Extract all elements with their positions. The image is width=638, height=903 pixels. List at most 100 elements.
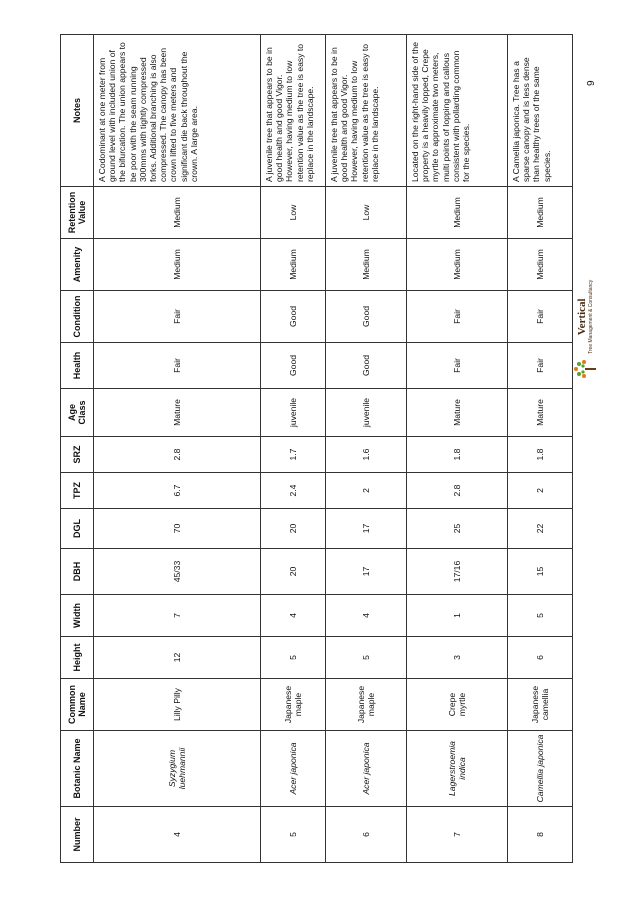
cell-tpz: 2.4 <box>260 472 326 509</box>
cell-botanic-name: Acer japonica <box>260 730 326 807</box>
cell-health: Fair <box>507 342 573 389</box>
cell-notes: A Camellia japonica. Tree has a sparse c… <box>507 34 573 187</box>
cell-height: 3 <box>406 636 508 679</box>
cell-width: 1 <box>406 594 508 637</box>
cell-retention-value: Medium <box>507 186 573 239</box>
cell-srz: 2.8 <box>93 436 261 473</box>
cell-notes: A Codominant at one meter from ground le… <box>93 34 261 187</box>
cell-condition: Fair <box>507 290 573 343</box>
cell-height: 5 <box>325 636 407 679</box>
company-logo: Vertical Tree Management & Consultancy <box>566 270 604 380</box>
cell-retention-value: Low <box>325 186 407 239</box>
header-dgl: DGL <box>60 508 94 549</box>
cell-width: 7 <box>93 594 261 637</box>
cell-retention-value: Medium <box>93 186 261 239</box>
cell-age-class: juvenile <box>260 388 326 437</box>
cell-common-name: Japanese maple <box>260 678 326 731</box>
cell-dgl: 70 <box>93 508 261 549</box>
cell-condition: Good <box>260 290 326 343</box>
cell-number: 4 <box>93 806 261 863</box>
cell-dbh: 20 <box>260 548 326 595</box>
cell-srz: 1.6 <box>325 436 407 473</box>
cell-tpz: 2.8 <box>406 472 508 509</box>
header-dbh: DBH <box>60 548 94 595</box>
cell-notes: Located on the right-hand side of the pr… <box>406 34 508 187</box>
cell-dbh: 17/16 <box>406 548 508 595</box>
table-row: 6 Acer japonica Japanese maple 5 4 17 17… <box>325 34 407 863</box>
cell-dbh: 15 <box>507 548 573 595</box>
cell-number: 6 <box>325 806 407 863</box>
cell-height: 12 <box>93 636 261 679</box>
cell-health: Good <box>260 342 326 389</box>
header-condition: Condition <box>60 290 94 343</box>
table-row: 5 Acer japonica Japanese maple 5 4 20 20… <box>260 34 326 863</box>
header-health: Health <box>60 342 94 389</box>
cell-dgl: 17 <box>325 508 407 549</box>
cell-height: 5 <box>260 636 326 679</box>
cell-age-class: Mature <box>93 388 261 437</box>
cell-notes: A juvenile tree that appears to be in go… <box>260 34 326 187</box>
table-row: 8 Camellia japonica Japanese camellia 6 … <box>507 34 573 863</box>
cell-common-name: Crepe myrtle <box>406 678 508 731</box>
tree-assessment-table-rotated: Number Botanic Name Common Name Height W… <box>60 34 573 863</box>
cell-width: 4 <box>325 594 407 637</box>
cell-condition: Good <box>325 290 407 343</box>
cell-width: 4 <box>260 594 326 637</box>
cell-health: Fair <box>406 342 508 389</box>
cell-common-name: Lilly Pilly <box>93 678 261 731</box>
cell-common-name: Japanese maple <box>325 678 407 731</box>
header-retention-value: Retention Value <box>60 186 94 239</box>
cell-age-class: juvenile <box>325 388 407 437</box>
cell-amenity: Medium <box>507 238 573 291</box>
cell-dgl: 25 <box>406 508 508 549</box>
cell-srz: 1.8 <box>406 436 508 473</box>
cell-age-class: Mature <box>507 388 573 437</box>
cell-botanic-name: Acer japonica <box>325 730 407 807</box>
cell-srz: 1.7 <box>260 436 326 473</box>
table-row: 4 Syzygium luehmannii Lilly Pilly 12 7 4… <box>93 34 261 863</box>
header-amenity: Amenity <box>60 238 94 291</box>
header-height: Height <box>60 636 94 679</box>
cell-amenity: Medium <box>260 238 326 291</box>
cell-common-name: Japanese camellia <box>507 678 573 731</box>
cell-botanic-name: Syzygium luehmannii <box>93 730 261 807</box>
header-number: Number <box>60 806 94 863</box>
header-row: Number Botanic Name Common Name Height W… <box>60 34 94 863</box>
cell-height: 6 <box>507 636 573 679</box>
cell-amenity: Medium <box>93 238 261 291</box>
cell-number: 5 <box>260 806 326 863</box>
cell-dbh: 17 <box>325 548 407 595</box>
cell-tpz: 2 <box>325 472 407 509</box>
header-notes: Notes <box>60 34 94 187</box>
tree-assessment-table: Number Botanic Name Common Name Height W… <box>60 34 573 863</box>
cell-number: 7 <box>406 806 508 863</box>
cell-condition: Fair <box>406 290 508 343</box>
cell-number: 8 <box>507 806 573 863</box>
cell-width: 5 <box>507 594 573 637</box>
cell-health: Fair <box>93 342 261 389</box>
cell-botanic-name: Camellia japonica <box>507 730 573 807</box>
cell-age-class: Mature <box>406 388 508 437</box>
cell-dgl: 22 <box>507 508 573 549</box>
cell-retention-value: Low <box>260 186 326 239</box>
cell-condition: Fair <box>93 290 261 343</box>
cell-retention-value: Medium <box>406 186 508 239</box>
cell-botanic-name: Lagerstroemia indica <box>406 730 508 807</box>
tree-logo-icon <box>572 358 598 380</box>
page-number: 9 <box>586 80 597 86</box>
cell-amenity: Medium <box>325 238 407 291</box>
header-age-class: Age Class <box>60 388 94 437</box>
header-botanic-name: Botanic Name <box>60 730 94 807</box>
cell-amenity: Medium <box>406 238 508 291</box>
cell-dgl: 20 <box>260 508 326 549</box>
cell-srz: 1.8 <box>507 436 573 473</box>
header-srz: SRZ <box>60 436 94 473</box>
cell-tpz: 6.7 <box>93 472 261 509</box>
cell-health: Good <box>325 342 407 389</box>
header-width: Width <box>60 594 94 637</box>
cell-tpz: 2 <box>507 472 573 509</box>
header-tpz: TPZ <box>60 472 94 509</box>
logo-brand-name: Vertical <box>576 298 588 336</box>
table-row: 7 Lagerstroemia indica Crepe myrtle 3 1 … <box>406 34 508 863</box>
cell-dbh: 45/33 <box>93 548 261 595</box>
